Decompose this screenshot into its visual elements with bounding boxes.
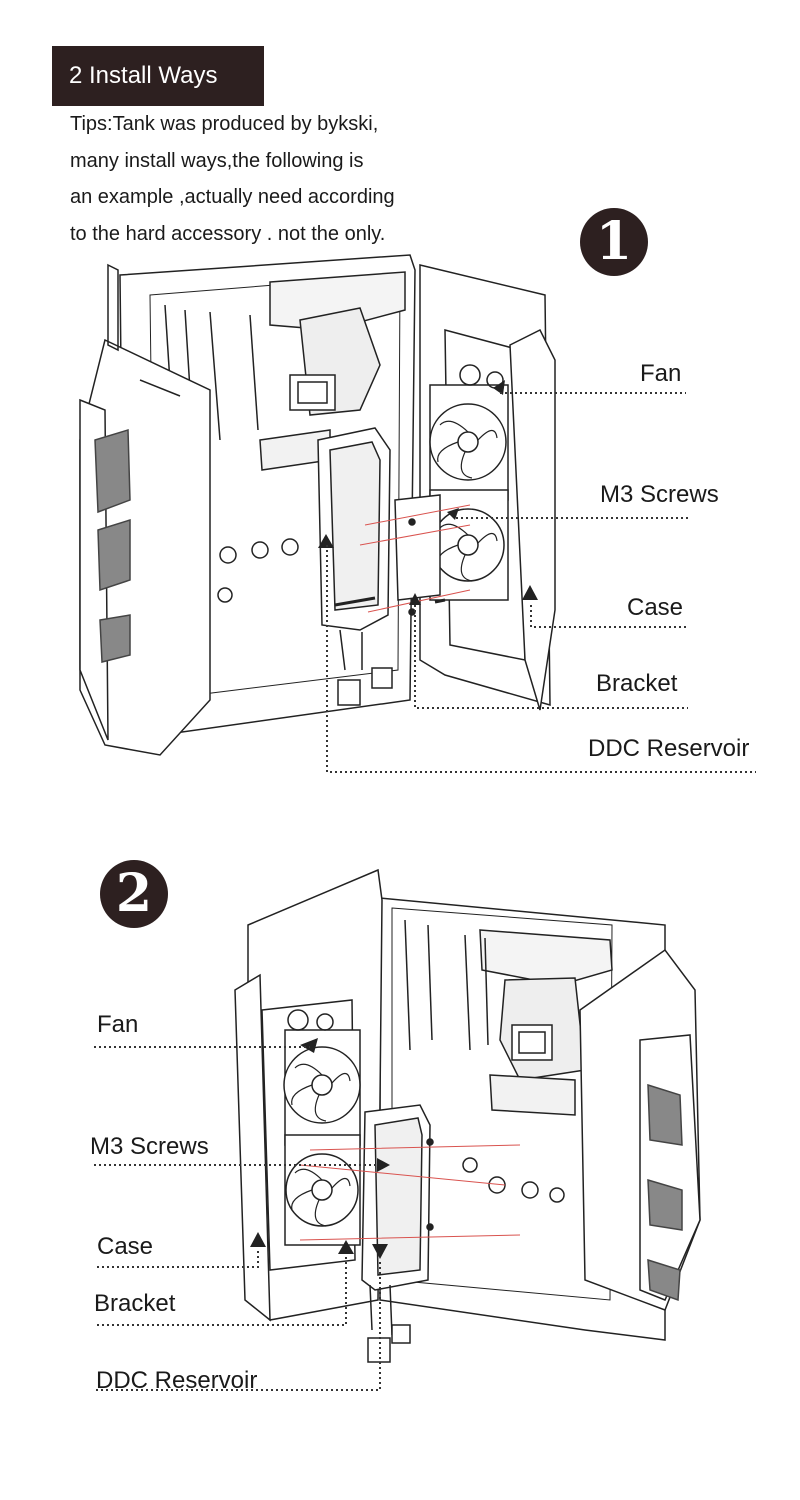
install-diagram-1 bbox=[79, 254, 756, 773]
step-badge-2: 2 bbox=[100, 860, 168, 928]
tips-line: an example ,actually need according bbox=[70, 186, 395, 208]
label-case-1: Case bbox=[627, 594, 684, 621]
section-title: 2 Install Ways bbox=[69, 62, 218, 89]
label-bracket-2: Bracket bbox=[94, 1290, 176, 1317]
label-case-2: Case bbox=[97, 1233, 154, 1260]
tips-line: Tips:Tank was produced by bykski, bbox=[70, 113, 379, 135]
label-ddc-reservoir-2: DDC Reservoir bbox=[96, 1367, 258, 1394]
step-badge-1: 1 bbox=[580, 208, 648, 276]
label-m3-screws-1: M3 Screws bbox=[600, 481, 719, 508]
label-fan-2: Fan bbox=[97, 1011, 139, 1038]
label-m3-screws-2: M3 Screws bbox=[90, 1133, 209, 1160]
section-header: 2 Install Ways bbox=[52, 46, 264, 106]
tips-line: to the hard accessory . not the only. bbox=[70, 222, 386, 245]
label-fan-1: Fan bbox=[640, 360, 682, 387]
label-ddc-reservoir-1: DDC Reservoir bbox=[588, 735, 750, 762]
install-diagram-2 bbox=[94, 868, 701, 1391]
tips-paragraph: Tips:Tank was produced by bykski, many i… bbox=[70, 106, 490, 252]
tips-line: many install ways,the following is bbox=[70, 149, 364, 172]
label-bracket-1: Bracket bbox=[596, 670, 678, 697]
